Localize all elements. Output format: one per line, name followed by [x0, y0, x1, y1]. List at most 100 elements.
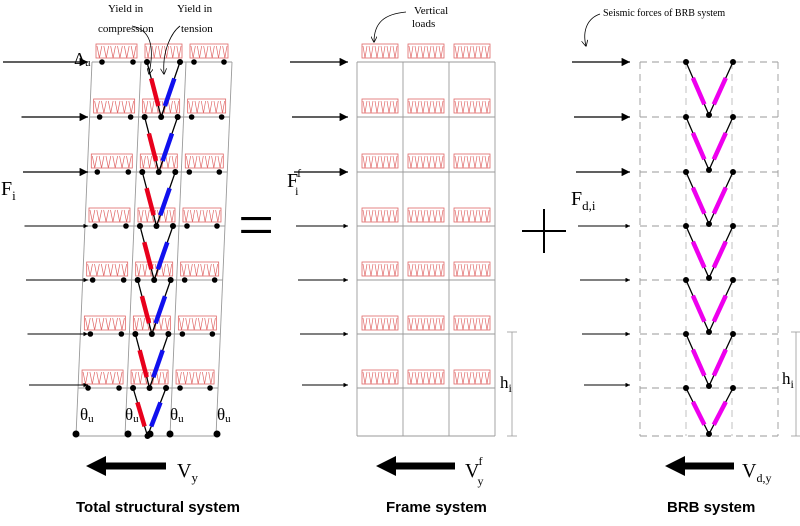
plastic-hinge: [94, 169, 101, 175]
brb-brace: [690, 240, 707, 269]
brb-joint: [683, 114, 689, 120]
brb-brace: [690, 186, 707, 215]
vertical-load-block: [361, 43, 399, 59]
brb-joint: [730, 331, 736, 337]
caption-total: Total structural system: [76, 499, 240, 516]
vertical-load-block: [453, 153, 491, 169]
vertical-load-block: [361, 98, 399, 114]
brb-brace: [711, 400, 728, 426]
vertical-load-block: [137, 207, 176, 223]
seismic-forces-label: Seismic forces of BRB system: [603, 8, 725, 19]
brb-joint: [683, 331, 689, 337]
plastic-hinge: [130, 59, 136, 65]
drifted-column: [75, 61, 93, 437]
plastic-hinge: [221, 59, 227, 65]
base-hinge: [146, 430, 154, 438]
brace-joint: [167, 277, 174, 283]
vertical-load-block: [361, 207, 399, 223]
brace-tension: [155, 241, 170, 270]
brace-joint: [172, 169, 179, 175]
vertical-load-block: [81, 369, 124, 385]
brb-joint: [730, 59, 736, 65]
vertical-load-block: [407, 98, 445, 114]
caption-brb: BRB system: [667, 499, 755, 516]
brace-joint: [151, 277, 158, 283]
vertical-load-block: [177, 315, 217, 331]
drifted-column: [124, 61, 142, 437]
vertical-load-block: [453, 261, 491, 277]
brace-joint: [165, 331, 172, 337]
force-brb-label: Fd,i: [571, 188, 596, 213]
height-frame-label: hi: [500, 373, 513, 395]
vertical-load-block: [144, 43, 183, 59]
vertical-load-block: [407, 153, 445, 169]
brace-compression: [149, 77, 161, 107]
base-shear-total-label: Vy: [177, 460, 198, 485]
plus-sign: [522, 209, 566, 253]
vertical-load-block: [453, 43, 491, 59]
vertical-load-block: [93, 98, 136, 114]
brb-joint: [706, 431, 712, 437]
plastic-hinge: [207, 385, 213, 391]
brace-tension: [149, 401, 163, 428]
vertical-load-block: [407, 261, 445, 277]
brace-compression: [139, 295, 152, 324]
caption-frame: Frame system: [386, 499, 487, 516]
force-total-label: Fi: [1, 178, 16, 203]
vertical-load-block: [453, 315, 491, 331]
brace-joint: [158, 114, 165, 120]
plastic-hinge: [120, 277, 127, 283]
vertical-loads-label-2: loads: [412, 18, 435, 30]
brace-compression: [146, 132, 159, 162]
vertical-load-block: [453, 98, 491, 114]
brb-brace: [690, 400, 707, 426]
vertical-load-block: [90, 153, 133, 169]
brace-joint: [153, 223, 160, 229]
brace-compression: [137, 349, 149, 378]
brb-joint: [706, 167, 712, 173]
frame-system-panel: [290, 11, 517, 437]
vertical-load-block: [361, 261, 399, 277]
plastic-hinge: [184, 223, 190, 229]
brb-joint: [706, 329, 712, 335]
vertical-load-block: [88, 207, 131, 223]
equals-sign: =: [238, 189, 274, 260]
base-shear-arrow-frame: [376, 456, 455, 476]
rotation-label-4: θu: [217, 405, 231, 425]
plastic-hinge: [96, 114, 103, 120]
brace-tension: [160, 132, 175, 162]
vertical-load-block: [407, 207, 445, 223]
base-hinge: [124, 430, 132, 438]
plastic-hinge: [87, 331, 94, 337]
brace-compression: [142, 241, 154, 270]
brb-brace: [690, 348, 707, 377]
vertical-load-block: [95, 43, 138, 59]
yield-compression-label-2: compression: [98, 23, 154, 35]
pointer-vertical-loads: [374, 11, 407, 42]
plastic-hinge: [214, 223, 220, 229]
brb-brace: [690, 132, 707, 161]
rotation-label-1: θu: [80, 405, 94, 425]
base-hinge: [166, 430, 174, 438]
brace-joint: [163, 385, 170, 391]
vertical-load-block: [407, 369, 445, 385]
drift-label: Δu: [74, 49, 91, 69]
vertical-load-block: [453, 207, 491, 223]
brace-joint: [139, 169, 146, 175]
vertical-load-block: [132, 315, 171, 331]
vertical-load-block: [361, 315, 399, 331]
plastic-hinge: [92, 223, 98, 229]
plastic-hinge: [177, 385, 183, 391]
brace-tension: [151, 349, 165, 378]
base-shear-arrow-total: [86, 456, 166, 476]
pointer-compression: [131, 25, 151, 74]
brace-joint: [177, 59, 183, 65]
pointer-tension: [164, 25, 181, 74]
vertical-load-block: [407, 43, 445, 59]
brace-joint: [148, 331, 155, 337]
vertical-load-block: [180, 261, 220, 277]
